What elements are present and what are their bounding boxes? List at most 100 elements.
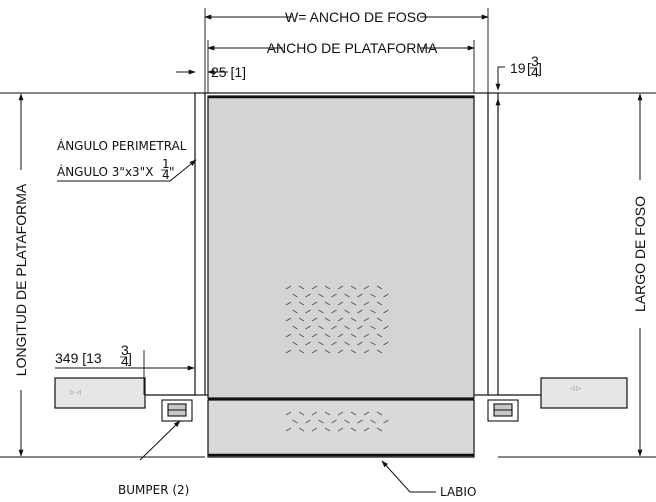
tread-mark <box>324 427 331 432</box>
tread-mark <box>298 349 305 354</box>
tread-mark <box>331 325 337 330</box>
tread-mark <box>357 293 363 298</box>
tread-mark <box>305 341 311 346</box>
tread-mark <box>337 285 344 290</box>
bumper-label: BUMPER (2) <box>118 483 189 497</box>
platform-length-label: LONGITUD DE PLATAFORMA <box>13 183 29 376</box>
tread-mark <box>285 349 292 354</box>
tread-mark <box>357 341 363 346</box>
tread-mark <box>324 411 331 416</box>
tread-mark <box>311 301 318 306</box>
tread-mark <box>376 317 383 322</box>
tread-mark <box>344 419 350 424</box>
svg-text:[: [ <box>527 60 531 76</box>
tread-mark <box>311 333 318 338</box>
lip-tread-pattern <box>285 411 389 432</box>
tread-mark <box>298 317 305 322</box>
tread-mark <box>337 349 344 354</box>
tread-mark <box>363 285 370 290</box>
concrete-curb-right: ◁ ▷ <box>498 377 628 409</box>
tread-mark <box>305 325 311 330</box>
tread-mark <box>337 301 344 306</box>
tread-mark <box>376 411 383 416</box>
tread-mark <box>370 309 376 314</box>
tread-mark <box>363 411 370 416</box>
dimension-gap-right: 19 3 4 [ ] <box>495 53 542 118</box>
dimension-pit-width: W= ANCHO DE FOSO <box>204 9 489 25</box>
tread-mark <box>383 325 389 330</box>
tread-mark <box>324 317 331 322</box>
tread-mark <box>311 411 318 416</box>
callout-lip: LABIO <box>381 460 476 499</box>
svg-text:]: ] <box>128 350 132 366</box>
tread-mark <box>305 309 311 314</box>
tread-mark <box>318 325 324 330</box>
concrete-curb-left: ▷ ◁ <box>54 377 195 409</box>
tread-mark <box>344 309 350 314</box>
lip-label: LABIO <box>440 485 476 499</box>
tread-mark <box>298 427 305 432</box>
tread-mark <box>292 419 298 424</box>
svg-text:4: 4 <box>531 64 539 80</box>
tread-mark <box>376 301 383 306</box>
tread-mark <box>331 293 337 298</box>
tread-mark <box>363 427 370 432</box>
dimension-pit-length: LARGO DE FOSO <box>632 93 648 457</box>
tread-mark <box>376 349 383 354</box>
tread-mark <box>370 341 376 346</box>
tread-mark <box>363 317 370 322</box>
tread-mark <box>292 341 298 346</box>
svg-text:4: 4 <box>162 168 170 182</box>
platform-deck <box>207 95 475 399</box>
tread-mark <box>357 325 363 330</box>
tread-mark <box>331 309 337 314</box>
tread-mark <box>311 427 318 432</box>
tread-mark <box>285 285 292 290</box>
tread-mark <box>331 341 337 346</box>
tread-mark <box>337 411 344 416</box>
tread-mark <box>363 349 370 354</box>
bumper-right <box>487 399 519 422</box>
dimension-gap-left: 25 [1] <box>176 64 246 80</box>
svg-text:◁ ▷: ◁ ▷ <box>570 385 582 392</box>
dimension-platform-length: LONGITUD DE PLATAFORMA <box>13 93 29 457</box>
tread-mark <box>383 309 389 314</box>
tread-mark <box>318 293 324 298</box>
tread-mark <box>370 419 376 424</box>
gap-left-label: 25 [1] <box>211 64 246 80</box>
tread-mark <box>298 285 305 290</box>
dimension-bumper-offset: 349 [13 3 4 ] <box>55 342 195 371</box>
svg-text:3: 3 <box>121 342 129 358</box>
callout-perimeter-angle: ÁNGULO PERIMETRAL ÁNGULO 3"x3"X 1 4 " <box>57 138 197 182</box>
tread-mark <box>285 411 292 416</box>
callout-bumper: BUMPER (2) <box>118 420 189 497</box>
tread-mark <box>298 301 305 306</box>
tread-mark <box>383 293 389 298</box>
perimeter-angle-label: ÁNGULO PERIMETRAL <box>57 138 187 153</box>
tread-mark <box>376 333 383 338</box>
tread-mark <box>350 317 357 322</box>
tread-mark <box>285 317 292 322</box>
tread-mark <box>350 301 357 306</box>
deck-tread-pattern <box>285 285 389 354</box>
tread-mark <box>298 333 305 338</box>
tread-mark <box>350 349 357 354</box>
tread-mark <box>370 293 376 298</box>
dimension-platform-width: ANCHO DE PLATAFORMA <box>207 40 475 56</box>
svg-text:▷ ◁: ▷ ◁ <box>70 389 82 396</box>
pit-width-label: W= ANCHO DE FOSO <box>285 9 427 25</box>
tread-mark <box>298 411 305 416</box>
tread-mark <box>318 419 324 424</box>
tread-mark <box>305 293 311 298</box>
tread-mark <box>350 333 357 338</box>
tread-mark <box>344 293 350 298</box>
bumper-left <box>161 399 193 422</box>
tread-mark <box>285 301 292 306</box>
tread-mark <box>357 309 363 314</box>
svg-text:1: 1 <box>162 157 170 171</box>
tread-mark <box>376 285 383 290</box>
angle-size-label: ÁNGULO 3"x3"X <box>57 164 153 179</box>
tread-mark <box>318 309 324 314</box>
tread-mark <box>318 341 324 346</box>
